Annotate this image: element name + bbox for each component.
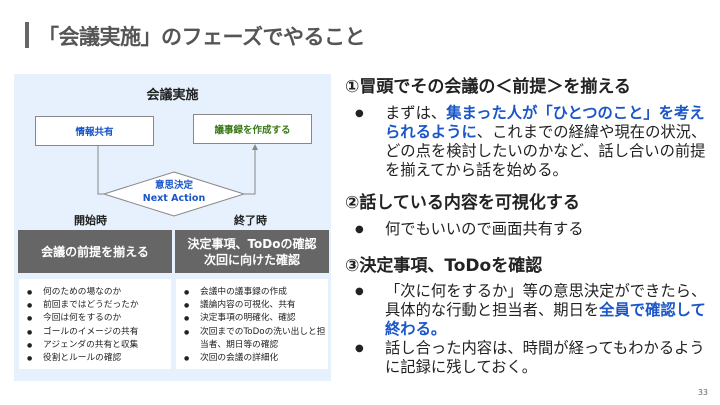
minutes-box: 議事録を作成する [193, 114, 312, 144]
list-item: 会議中の議事録の作成 [184, 286, 328, 299]
flow-connectors [97, 144, 258, 217]
page-title: 「会議実施」のフェーズでやること [38, 25, 365, 49]
text: 何でもいいので画面共有する [385, 220, 584, 238]
premise-list: 何のための場なのか 前回まではどうだったか 今回は何をするのか ゴールのイメージ… [19, 279, 171, 369]
bullet-icon: ● [355, 224, 364, 235]
list-item: 前回まではどうだったか [27, 299, 171, 312]
diagram-title: 会議実施 [146, 88, 199, 103]
section-3-paragraph-1: ● 「次に何をするか」等の意思決定ができたら、具体的な行動と担当者、期日を全員で確… [355, 282, 710, 339]
section-heading-2: ②話している内容を可視化する [345, 193, 580, 213]
header-line: 次回に向けた確認 [203, 252, 300, 267]
text: まずは、 [385, 104, 447, 122]
meeting-diagram-panel: 会議実施 情報共有 議事録を作成する 意思決定 Next Action 開始時 … [14, 74, 331, 381]
decision-label: 意思決定 [154, 180, 193, 191]
end-label: 終了時 [234, 214, 267, 227]
page-number: 33 [697, 388, 708, 397]
section-3-paragraph-2: ● 話し合った内容は、時間が経ってもわかるように記録に残しておく。 [355, 339, 710, 377]
list-item: 何のための場なのか [27, 286, 171, 299]
bullet-icon: ● [355, 286, 364, 297]
section-heading-3: ③決定事項、ToDoを確認 [345, 256, 543, 276]
text: 話し合った内容は、時間が経ってもわかるように記録に残しておく。 [385, 339, 705, 376]
decision-diamond-text: 意思決定 Next Action [114, 179, 234, 205]
bullet-icon: ● [355, 343, 364, 354]
section-heading-1: ①冒頭でその会議の＜前提＞を揃える [345, 77, 631, 97]
highlight-text: 全員で確認して終わる。 [385, 301, 706, 338]
section-2-paragraph: ● 何でもいいので画面共有する [355, 220, 710, 239]
list-item: 役割とルールの確認 [27, 352, 171, 365]
header-line: 決定事項、ToDoの確認 [187, 236, 317, 251]
title-accent-bar [25, 22, 29, 48]
list-item: 次回までのToDoの洗い出しと担当者、期日等の確認 [184, 326, 328, 352]
list-item: 今回は何をするのか [27, 312, 171, 325]
confirm-list: 会議中の議事録の作成 議論内容の可視化、共有 決定事項の明確化、確認 次回までの… [176, 279, 328, 369]
highlight-text: 集まった人が「ひとつのこと」を考えられるように [385, 104, 705, 141]
start-label: 開始時 [74, 214, 107, 227]
text: 、これまでの経緯や現在の状況、どの点を検討したいのかなど、話し合いの前提を揃えて… [385, 123, 707, 179]
column-header-confirm: 決定事項、ToDoの確認次回に向けた確認 [175, 230, 329, 273]
list-item: 議論内容の可視化、共有 [184, 299, 328, 312]
bullet-icon: ● [355, 108, 364, 119]
list-item: 次回の会議の詳細化 [184, 352, 328, 365]
list-item: 決定事項の明確化、確認 [184, 312, 328, 325]
column-header-premise: 会議の前提を揃える [18, 230, 172, 273]
text: 「次に何をするか」等の意思決定ができたら、具体的な行動と担当者、期日を [385, 282, 707, 319]
info-share-box: 情報共有 [35, 116, 154, 146]
section-1-paragraph: ● まずは、集まった人が「ひとつのこと」を考えられるように、これまでの経緯や現在の… [355, 104, 710, 180]
list-item: ゴールのイメージの共有 [27, 326, 171, 339]
list-item: アジェンダの共有と収集 [27, 339, 171, 352]
next-action-label: Next Action [142, 193, 206, 204]
